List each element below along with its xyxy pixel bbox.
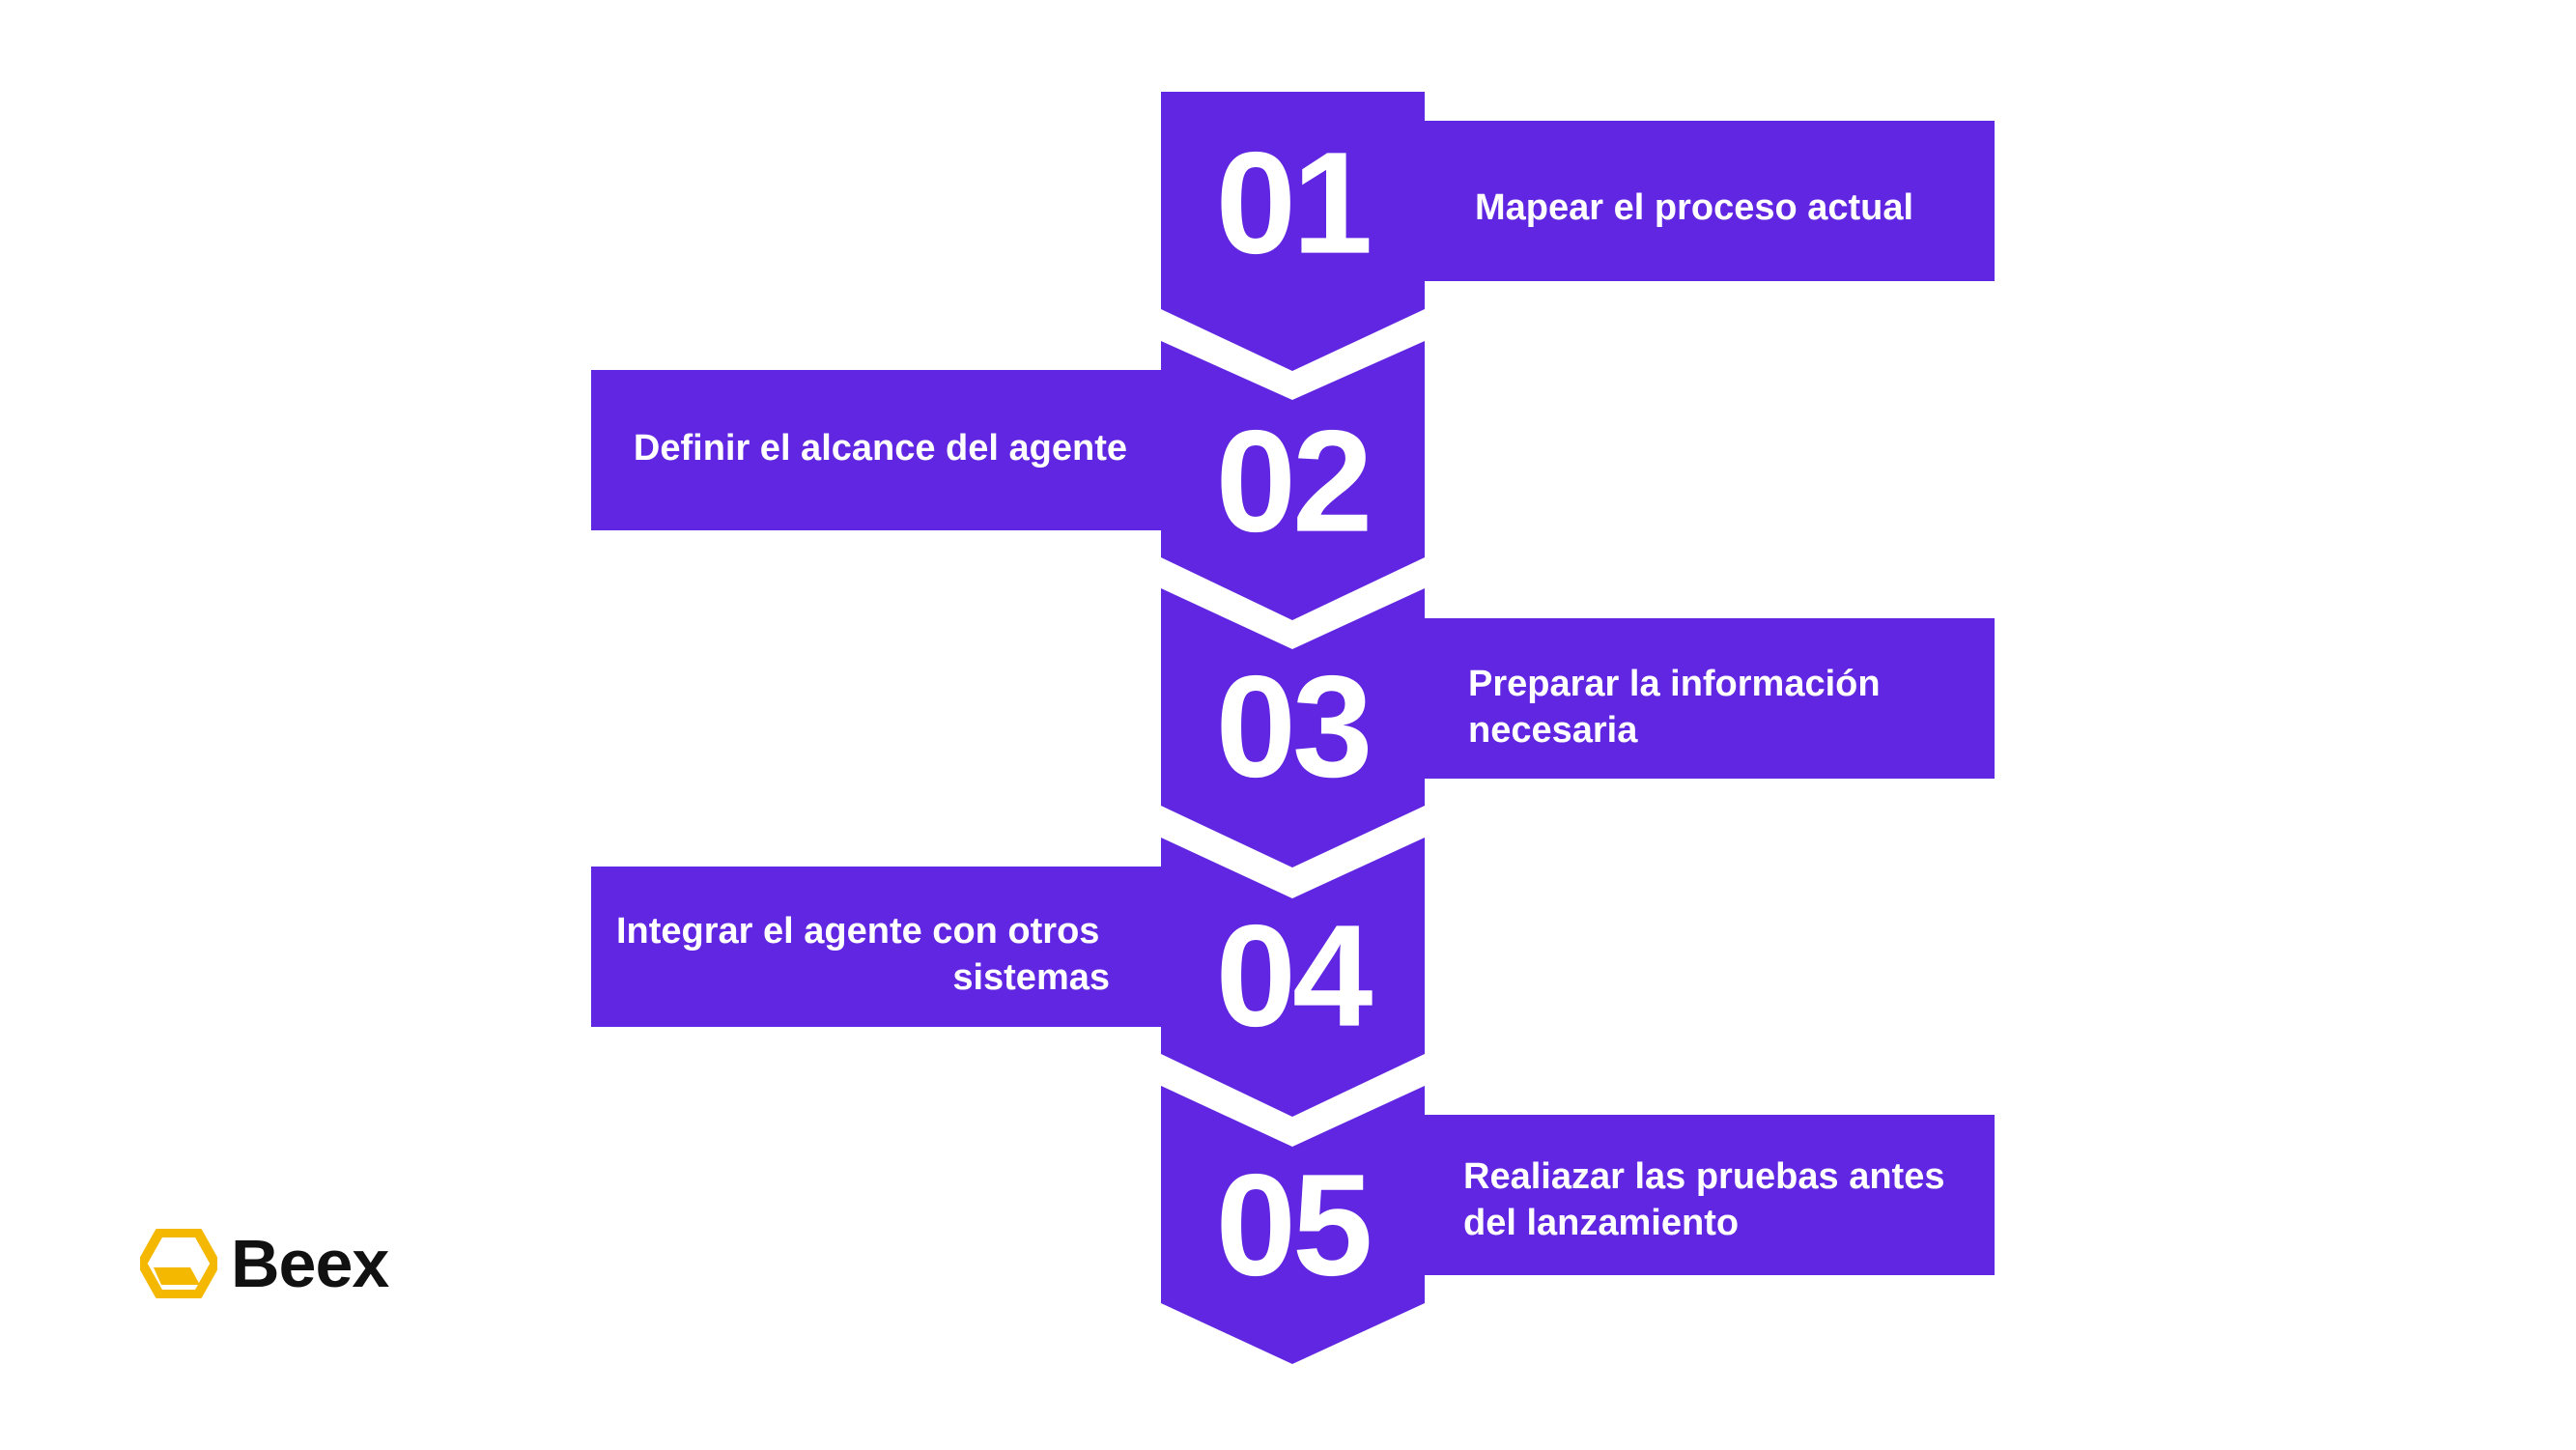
- step-04-number: 04: [1216, 895, 1373, 1057]
- step-03-number: 03: [1216, 645, 1370, 808]
- step-04-chevron: [1161, 838, 1425, 1117]
- step-05: 05 Realiazar las pruebas antes del lanza…: [1161, 1086, 1995, 1364]
- beex-logo: Beex: [140, 1225, 389, 1302]
- step-03-label: Preparar la información necesaria: [1468, 664, 1890, 751]
- hexagon-logo-icon: [140, 1229, 217, 1298]
- step-03: 03 Preparar la información necesaria: [1161, 588, 1995, 867]
- step-02-chevron: [1161, 341, 1425, 620]
- step-03-label-bar: [1425, 618, 1995, 779]
- step-02-number: 02: [1216, 400, 1370, 562]
- step-05-chevron: [1161, 1086, 1425, 1364]
- step-01-label: Mapear el proceso actual: [1475, 187, 1913, 228]
- step-04-label-bar: [591, 867, 1163, 1027]
- step-02: 02 Definir el alcance del agente: [591, 341, 1425, 620]
- step-03-chevron: [1161, 588, 1425, 867]
- brand-name: Beex: [231, 1226, 389, 1301]
- step-05-number: 05: [1216, 1144, 1370, 1306]
- step-01-chevron: [1161, 92, 1425, 371]
- step-01-number: 01: [1216, 122, 1370, 284]
- step-01: 01 Mapear el proceso actual: [1161, 92, 1995, 371]
- step-04: 04 Integrar el agente con otros sistemas: [591, 838, 1425, 1117]
- step-05-label: Realiazar las pruebas antes del lanzamie…: [1463, 1156, 1955, 1243]
- step-02-label-bar: [591, 370, 1163, 530]
- step-04-label: Integrar el agente con otros sistemas: [616, 911, 1110, 998]
- step-05-label-bar: [1425, 1115, 1995, 1275]
- step-02-label: Definir el alcance del agente: [634, 428, 1127, 469]
- step-01-label-bar: [1425, 121, 1995, 281]
